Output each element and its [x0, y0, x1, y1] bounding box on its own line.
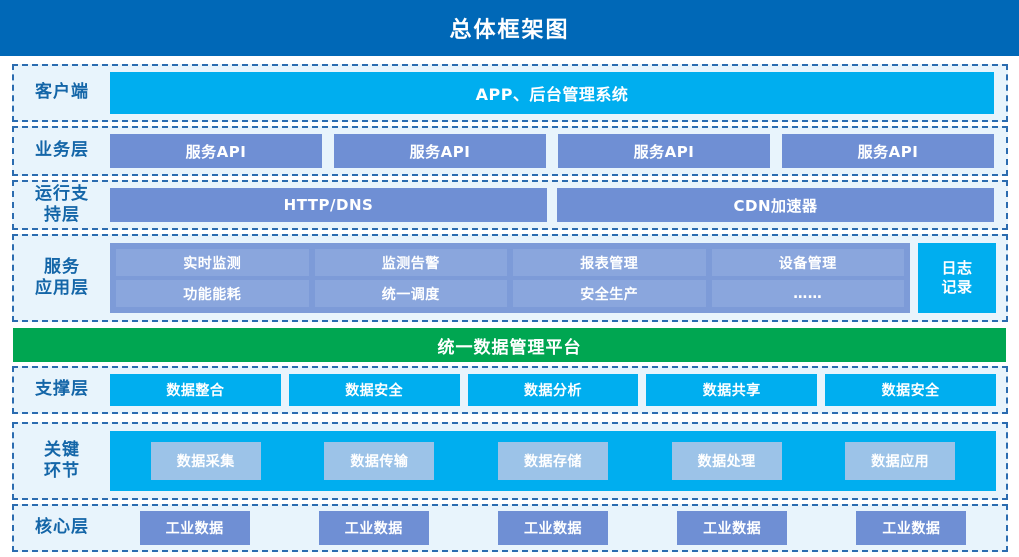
layer-client: 客户端 APP、后台管理系统	[12, 64, 1008, 122]
runtime-box-http-dns[interactable]: HTTP/DNS	[110, 188, 547, 222]
layer-label-business: 业务层	[35, 140, 89, 161]
business-box-api-2[interactable]: 服务API	[334, 134, 546, 168]
service-box-more[interactable]: ……	[711, 280, 904, 307]
support-box-data-security-2[interactable]: 数据安全	[825, 374, 996, 406]
support-box-data-sharing[interactable]: 数据共享	[646, 374, 818, 406]
keylink-box-data-transmission[interactable]: 数据传输	[324, 442, 435, 480]
client-box-app[interactable]: APP、后台管理系统	[110, 72, 994, 114]
service-box-monitor-alarm[interactable]: 监测告警	[314, 249, 507, 276]
service-box-report-management[interactable]: 报表管理	[513, 249, 706, 276]
keylink-box-data-storage[interactable]: 数据存储	[497, 442, 608, 480]
core-box-industrial-data-1[interactable]: 工业数据	[139, 511, 250, 545]
diagram-title: 总体框架图	[449, 18, 570, 43]
keylink-box-data-processing[interactable]: 数据处理	[671, 442, 782, 480]
layer-support: 支撑层 数据整合 数据安全 数据分析 数据共享 数据安全	[12, 366, 1008, 414]
service-box-device-management[interactable]: 设备管理	[711, 249, 904, 276]
layer-runtime-support: 运行支 持层 HTTP/DNS CDN加速器	[12, 180, 1008, 230]
business-box-api-3[interactable]: 服务API	[558, 134, 770, 168]
service-box-log-record[interactable]: 日志 记录	[918, 243, 996, 313]
layer-key-links: 关键 环节 数据采集 数据传输 数据存储 数据处理 数据应用	[12, 422, 1008, 500]
core-box-industrial-data-2[interactable]: 工业数据	[318, 511, 429, 545]
business-box-api-1[interactable]: 服务API	[110, 134, 322, 168]
service-row-two: 功能能耗 统一调度 安全生产 ……	[116, 280, 904, 307]
layer-body-core: 工业数据 工业数据 工业数据 工业数据 工业数据	[110, 506, 1006, 550]
business-box-api-4[interactable]: 服务API	[782, 134, 994, 168]
layer-body-runtime-support: HTTP/DNS CDN加速器	[110, 182, 1006, 228]
service-box-energy-consumption[interactable]: 功能能耗	[116, 280, 309, 307]
layer-core: 核心层 工业数据 工业数据 工业数据 工业数据 工业数据	[12, 504, 1008, 552]
runtime-box-cdn[interactable]: CDN加速器	[557, 188, 994, 222]
service-box-realtime-monitor[interactable]: 实时监测	[116, 249, 309, 276]
layer-body-service-application: 实时监测 监测告警 报表管理 设备管理 功能能耗 统一调度 安全生产 …… 日志…	[110, 236, 1006, 320]
support-box-data-analysis[interactable]: 数据分析	[467, 374, 639, 406]
support-box-data-integration[interactable]: 数据整合	[110, 374, 281, 406]
unified-data-management-platform-bar[interactable]: 统一数据管理平台	[13, 328, 1006, 362]
service-row-one: 实时监测 监测告警 报表管理 设备管理	[116, 249, 904, 276]
service-box-unified-scheduling[interactable]: 统一调度	[314, 280, 507, 307]
layer-body-business: 服务API 服务API 服务API 服务API	[110, 128, 1006, 174]
layer-body-key-links: 数据采集 数据传输 数据存储 数据处理 数据应用	[110, 424, 1006, 498]
platform-bar-label: 统一数据管理平台	[437, 337, 582, 358]
diagram-title-bar: 总体框架图	[0, 0, 1019, 56]
keylink-box-data-application[interactable]: 数据应用	[845, 442, 956, 480]
layer-label-core: 核心层	[35, 517, 89, 538]
layer-label-service-application: 服务 应用层	[35, 256, 89, 298]
core-box-industrial-data-3[interactable]: 工业数据	[497, 511, 608, 545]
layer-label-runtime-support: 运行支 持层	[35, 183, 89, 225]
service-application-panel: 实时监测 监测告警 报表管理 设备管理 功能能耗 统一调度 安全生产 ……	[110, 243, 910, 313]
core-box-industrial-data-4[interactable]: 工业数据	[677, 511, 788, 545]
layer-service-application: 服务 应用层 实时监测 监测告警 报表管理 设备管理 功能能耗 统一调度 安全生…	[12, 234, 1008, 322]
keylink-box-data-collection[interactable]: 数据采集	[150, 442, 261, 480]
layer-business: 业务层 服务API 服务API 服务API 服务API	[12, 126, 1008, 176]
layer-label-key-links: 关键 环节	[44, 439, 80, 481]
layer-label-support: 支撑层	[35, 379, 89, 400]
service-box-safe-production[interactable]: 安全生产	[513, 280, 706, 307]
core-box-industrial-data-5[interactable]: 工业数据	[856, 511, 967, 545]
support-box-data-security-1[interactable]: 数据安全	[288, 374, 460, 406]
layer-body-client: APP、后台管理系统	[110, 66, 1006, 120]
layer-body-support: 数据整合 数据安全 数据分析 数据共享 数据安全	[110, 368, 1006, 412]
key-links-panel: 数据采集 数据传输 数据存储 数据处理 数据应用	[110, 431, 996, 491]
layer-label-client: 客户端	[35, 82, 89, 103]
